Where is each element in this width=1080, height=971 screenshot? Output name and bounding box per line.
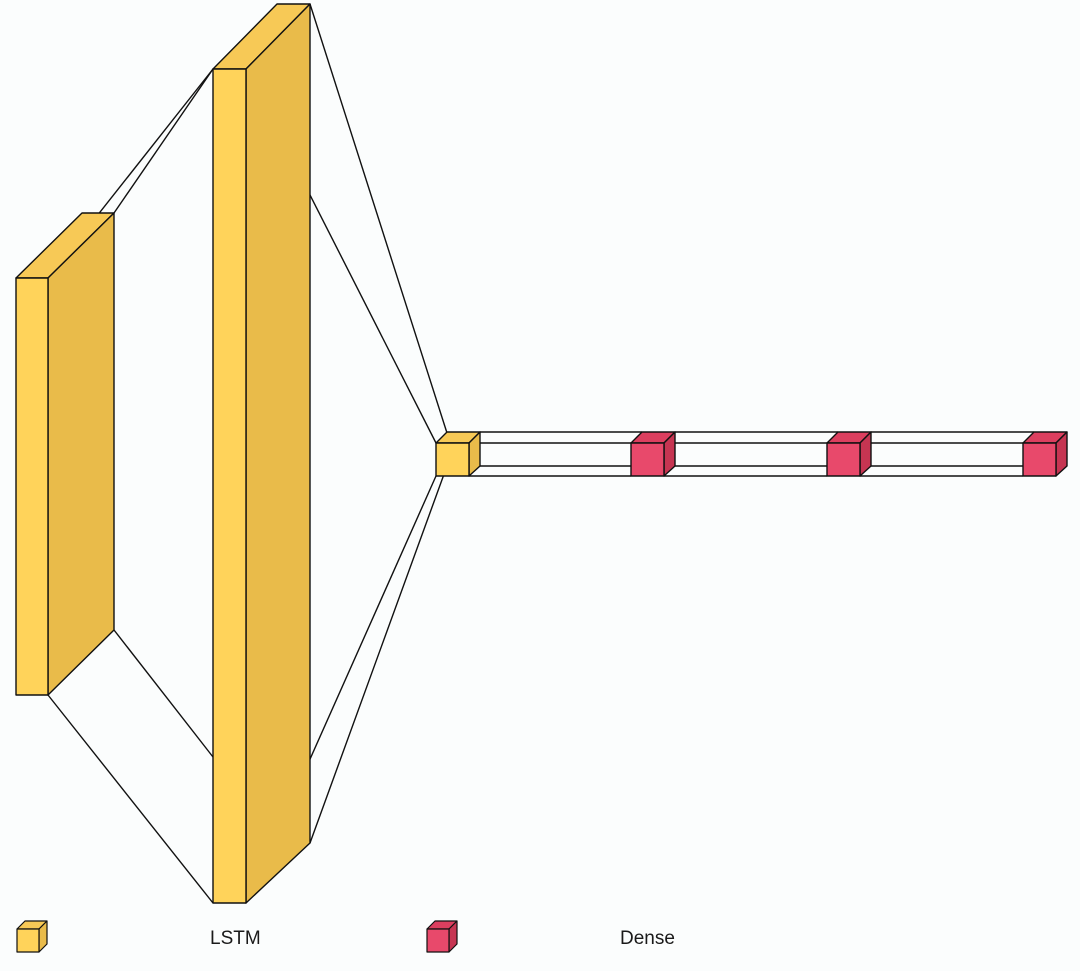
legend-item-dense: Dense [426, 920, 675, 953]
dense-cube-icon [426, 920, 458, 953]
layer-side-face [47, 212, 115, 696]
connection-line [113, 629, 214, 758]
dense-layer-3 [1022, 431, 1068, 477]
lstm-cube-icon [16, 920, 48, 953]
lstm-layer-1 [15, 212, 115, 696]
legend-label-dense: Dense [620, 928, 675, 949]
layer-front-face [630, 442, 665, 477]
connection-line [309, 465, 448, 844]
legend-item-lstm: LSTM [16, 920, 261, 953]
connection-line [113, 68, 214, 214]
layer-front-face [1022, 442, 1057, 477]
lstm-layer-2 [212, 3, 311, 904]
lstm-layer-3 [435, 431, 481, 477]
legend: LSTM Dense [16, 920, 675, 953]
connection-line [309, 3, 448, 434]
layer-side-face [245, 3, 311, 904]
dense-layer-1 [630, 431, 676, 477]
layer-connections [47, 3, 1034, 904]
layer-front-face [435, 442, 470, 477]
layer-front-face [826, 442, 861, 477]
layer-front-face [15, 277, 49, 696]
legend-label-lstm: LSTM [210, 928, 261, 949]
dense-layer-2 [826, 431, 872, 477]
layer-front-face [212, 68, 247, 904]
connection-line [47, 694, 214, 904]
